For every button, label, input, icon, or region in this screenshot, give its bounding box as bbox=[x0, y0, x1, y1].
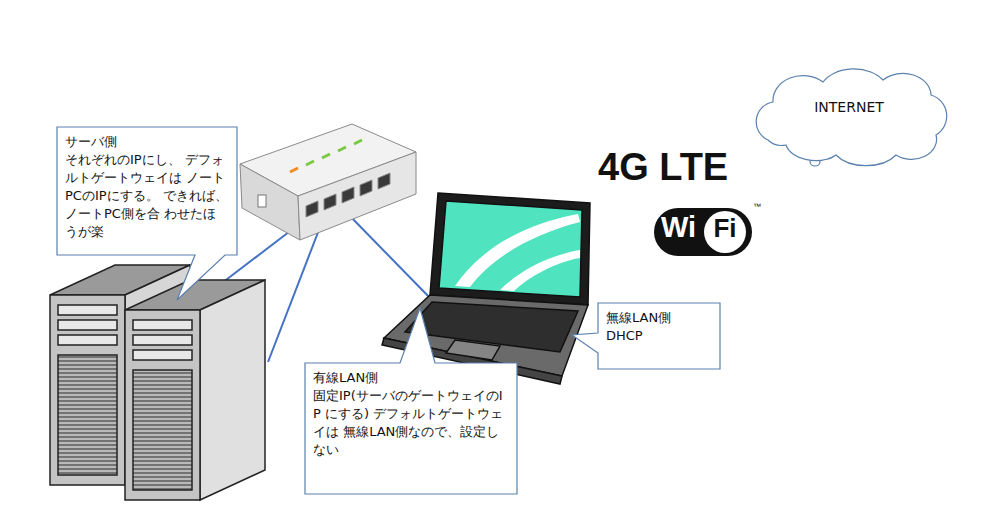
callout-heading: 無線LAN側 bbox=[606, 309, 712, 327]
callout-text: 固定IP(サーバのゲートウェイのIP にする) デフォルトゲートウェイは 無線L… bbox=[313, 387, 509, 459]
server-tower-part bbox=[58, 355, 117, 475]
lan-cable-part bbox=[346, 212, 432, 300]
server-tower bbox=[125, 280, 265, 500]
network-type: 4G LTE bbox=[598, 148, 728, 186]
server-tower-part bbox=[133, 350, 192, 360]
switching-hub-part bbox=[306, 201, 318, 217]
switching-hub-part bbox=[338, 147, 346, 151]
laptop-part bbox=[446, 340, 500, 360]
switching-hub-part bbox=[240, 164, 300, 240]
callout-box: 無線LAN側DHCP bbox=[598, 303, 720, 369]
wifi-mark: Fi bbox=[704, 215, 746, 241]
server-tower-part bbox=[133, 320, 192, 330]
switching-hub-part bbox=[378, 173, 390, 189]
callout-box: 有線LAN側固定IP(サーバのゲートウェイのIP にする) デフォルトゲートウェ… bbox=[305, 363, 517, 494]
laptop-part bbox=[439, 201, 582, 297]
laptop-part bbox=[430, 193, 590, 305]
laptop-part bbox=[500, 250, 580, 291]
switching-hub-part bbox=[322, 154, 330, 158]
switching-hub-part bbox=[258, 195, 266, 207]
server-tower-part bbox=[200, 280, 265, 500]
callout-heading: 有線LAN側 bbox=[313, 369, 509, 387]
callout-outline bbox=[572, 303, 720, 369]
callout-heading: INTERNET bbox=[748, 98, 950, 117]
switching-hub-part bbox=[324, 194, 336, 210]
callout-outline bbox=[57, 127, 237, 300]
callout-outline bbox=[305, 308, 517, 494]
lan-cable-part bbox=[268, 222, 322, 362]
cloud-node: INTERNET bbox=[738, 70, 960, 166]
callout-box: サーバ側それぞれのIPにし、 デフォルトゲートウェイは ノートPCのIPにする。… bbox=[57, 127, 237, 255]
trademark-mark: ™ bbox=[753, 203, 761, 211]
callout-heading: サーバ側 bbox=[65, 133, 229, 151]
cloud-outline bbox=[756, 69, 947, 166]
wifi-mark: Wi bbox=[661, 213, 696, 242]
switching-hub-part bbox=[298, 152, 416, 240]
server-tower-part bbox=[58, 335, 117, 345]
server-tower-part bbox=[133, 370, 192, 490]
wifi-logo bbox=[654, 208, 752, 256]
callout-text: それぞれのIPにし、 デフォルトゲートウェイは ノートPCのIPにする。 できれ… bbox=[65, 151, 229, 241]
switching-hub-part bbox=[360, 180, 372, 196]
cloud-shape bbox=[738, 70, 960, 166]
callout-text: DHCP bbox=[606, 327, 712, 345]
server-tower-part bbox=[125, 310, 200, 500]
server-tower-part bbox=[58, 320, 117, 330]
wifi-logo-part bbox=[704, 211, 746, 253]
switching-hub-part bbox=[354, 140, 362, 144]
server-tower-part bbox=[58, 305, 117, 315]
switching-hub-part bbox=[306, 161, 314, 165]
server-tower-part bbox=[50, 295, 125, 485]
switching-hub bbox=[240, 124, 416, 240]
server-tower-part bbox=[133, 335, 192, 345]
switching-hub-part bbox=[342, 187, 354, 203]
switching-hub-part bbox=[290, 168, 298, 172]
wifi-logo-part bbox=[654, 208, 752, 256]
